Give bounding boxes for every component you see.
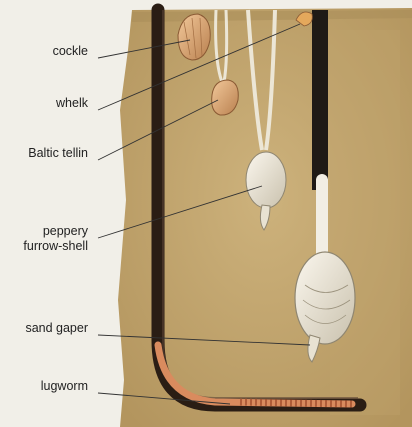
label-lugworm: lugworm [41,379,88,394]
sand-gaper-shell [295,252,355,344]
label-sand-gaper: sand gaper [25,321,88,336]
label-cockle: cockle [53,44,88,59]
sand-inner-shade [330,30,400,415]
label-whelk: whelk [56,96,88,111]
peppery-furrow-shell [246,152,286,208]
label-baltic-tellin: Baltic tellin [28,146,88,161]
label-peppery-furrow-shell: peppery furrow-shell [23,224,88,254]
lugworm-segments [240,402,352,404]
